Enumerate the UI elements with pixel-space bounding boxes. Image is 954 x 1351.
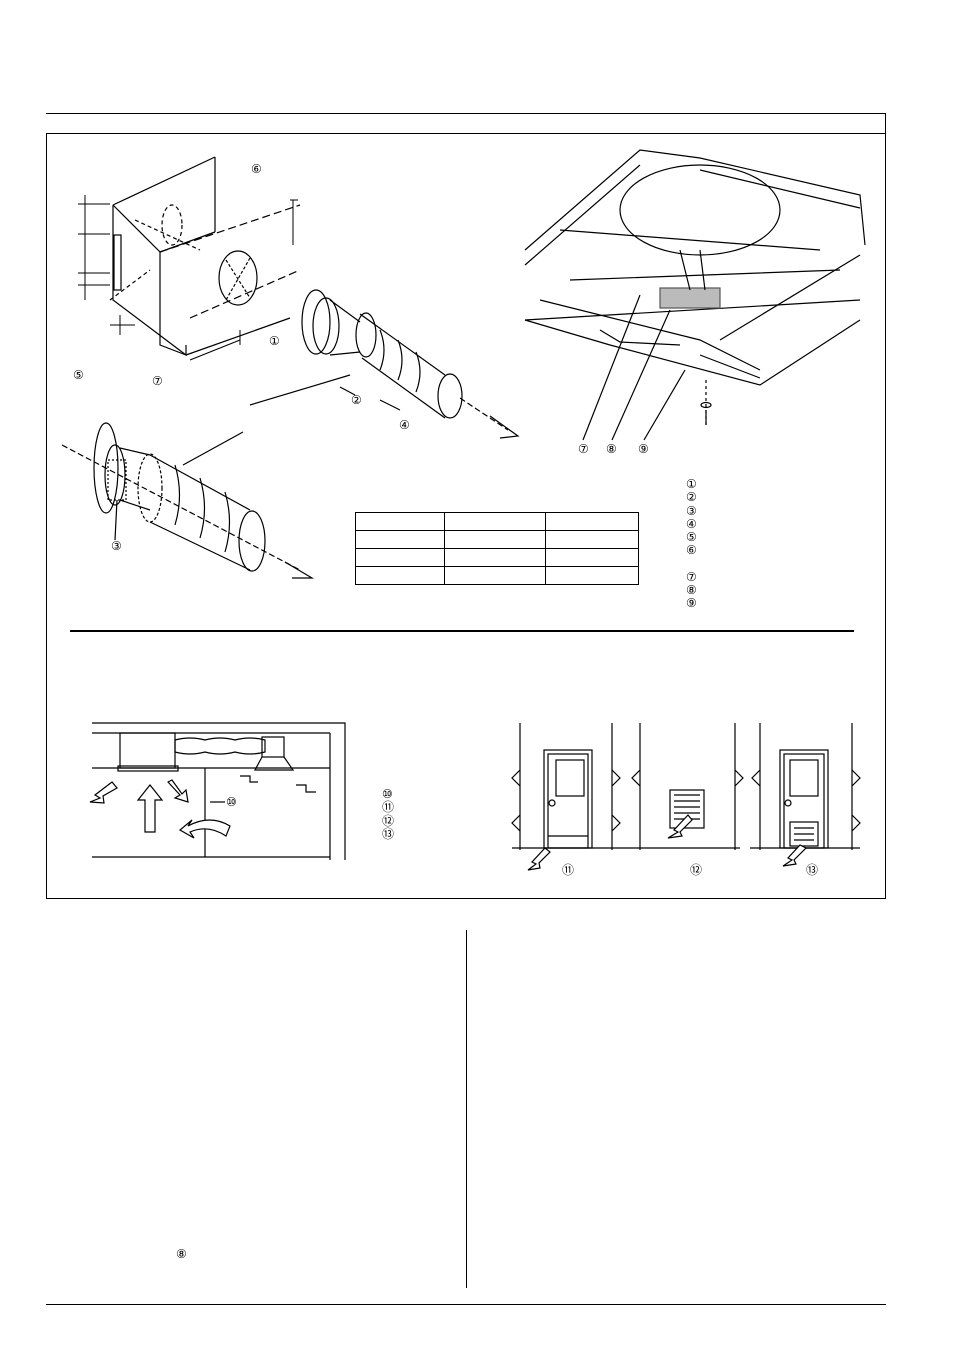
callout-12: ⑫: [690, 863, 703, 877]
table-row: [355, 530, 639, 549]
legend-item: ②: [686, 490, 697, 505]
legend-item: ③: [686, 503, 697, 518]
column-divider: [466, 930, 467, 1288]
callout-4: ④: [399, 418, 410, 432]
legend-top: ① ② ③ ④ ⑤ ⑥ ⑦ ⑧ ⑨: [686, 477, 697, 611]
callout-11: ⑪: [562, 863, 575, 877]
legend-item: ⑥: [686, 543, 697, 558]
callout-5: ⑤: [73, 368, 84, 382]
header-rule: [46, 113, 886, 114]
callout-9: ⑨: [638, 442, 649, 456]
legend-item: ⑩: [382, 787, 393, 801]
duct-assembly-lower: [61, 422, 315, 579]
room-vent-options: [511, 723, 861, 871]
duct-assembly-upper: [249, 289, 520, 439]
ceiling-cassette-drawing: [524, 149, 866, 441]
table-row: [355, 566, 639, 585]
callout-1: ①: [269, 334, 280, 348]
callout-8: ⑧: [606, 442, 617, 456]
airflow-section-diagram: [89, 722, 346, 860]
legend-item: ⑫: [382, 813, 395, 828]
legend-bottom: ⑩ ⑪ ⑫ ⑬: [382, 787, 395, 841]
callout-6: ⑥: [251, 162, 262, 176]
dimension-lines: [78, 195, 298, 361]
table-row: [355, 548, 639, 567]
figure-frame: [46, 133, 886, 899]
callout-7-right: ⑦: [578, 442, 589, 456]
callout-13: ⑬: [806, 863, 819, 877]
legend-item: ⑨: [686, 596, 697, 611]
legend-item: ⑪: [382, 800, 395, 815]
callout-3: ③: [111, 539, 122, 553]
footer-rule: [46, 1304, 886, 1305]
spec-table: [355, 512, 639, 585]
section-divider: [70, 630, 854, 632]
callout-10: ⑩: [226, 795, 237, 809]
legend-item: ⑤: [686, 530, 697, 545]
legend-item: ④: [686, 516, 697, 531]
header-right-tick: [885, 113, 886, 133]
table-row: [355, 512, 639, 531]
legend-item: [686, 558, 697, 571]
callout-2: ②: [351, 393, 362, 407]
legend-item: ⑧: [686, 583, 697, 598]
legend-item: ⑬: [382, 826, 395, 841]
legend-item: ①: [686, 477, 697, 491]
legend-item: ⑦: [686, 569, 697, 584]
indoor-unit-side-box: [109, 156, 301, 357]
callout-7-left: ⑦: [152, 374, 163, 388]
body-marker-8: ⑧: [176, 1247, 187, 1261]
